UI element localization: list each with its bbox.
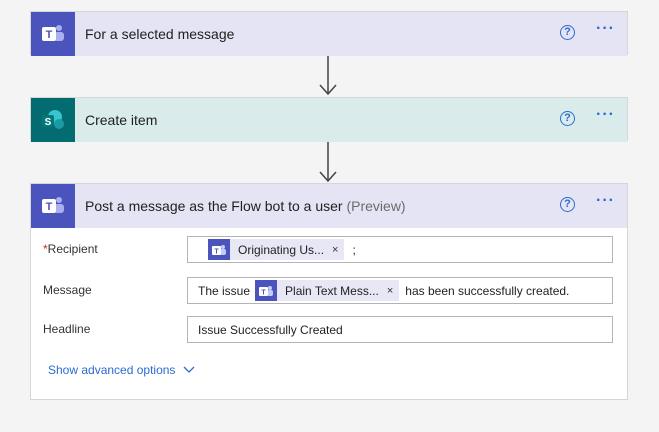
teams-icon: T: [208, 239, 230, 260]
headline-value: Issue Successfully Created: [198, 322, 343, 337]
post-message-card[interactable]: T Post a message as the Flow bot to a us…: [30, 183, 628, 400]
svg-text:T: T: [261, 289, 266, 296]
post-message-card-header[interactable]: T Post a message as the Flow bot to a us…: [31, 184, 627, 228]
help-icon[interactable]: ?: [560, 197, 575, 212]
recipient-input[interactable]: T Originating Us... × ;: [187, 236, 613, 263]
create-item-card[interactable]: S Create item ? ···: [30, 97, 628, 142]
dynamic-content-token[interactable]: T Plain Text Mess... ×: [255, 280, 400, 301]
token-label: Originating Us...: [238, 242, 325, 257]
teams-icon: T: [31, 184, 75, 228]
more-options-icon[interactable]: ···: [596, 192, 615, 209]
help-icon[interactable]: ?: [560, 25, 575, 40]
teams-icon: T: [255, 280, 278, 301]
required-mark: *: [43, 242, 48, 256]
recipient-label: *Recipient: [43, 242, 98, 256]
chevron-down-icon: [183, 366, 195, 373]
token-label: Plain Text Mess...: [285, 283, 379, 298]
arrow-down-icon: [319, 142, 337, 183]
card-title: Post a message as the Flow bot to a user…: [85, 198, 406, 214]
more-options-icon[interactable]: ···: [596, 20, 615, 37]
headline-label: Headline: [43, 322, 91, 336]
trigger-card[interactable]: T For a selected message ? ···: [30, 11, 628, 56]
card-title-text: Post a message as the Flow bot to a user: [85, 198, 343, 214]
card-title: Create item: [85, 112, 158, 128]
trigger-card-header[interactable]: T For a selected message ? ···: [31, 12, 627, 56]
show-advanced-options-label: Show advanced options: [48, 363, 176, 377]
create-item-card-header[interactable]: S Create item ? ···: [31, 98, 627, 142]
svg-text:T: T: [46, 201, 53, 213]
svg-text:T: T: [214, 248, 219, 255]
preview-label: (Preview): [346, 198, 406, 214]
dynamic-content-token[interactable]: T Originating Us... ×: [208, 239, 345, 260]
remove-token-icon[interactable]: ×: [386, 284, 394, 297]
message-label: Message: [43, 283, 92, 297]
message-text-before: The issue: [198, 283, 251, 298]
arrow-down-icon: [319, 56, 337, 96]
recipient-label-text: Recipient: [47, 242, 98, 256]
sharepoint-icon: S: [31, 98, 75, 142]
recipient-row: *Recipient T Originating Us... × ;: [43, 236, 613, 263]
remove-token-icon[interactable]: ×: [332, 243, 339, 256]
show-advanced-options-link[interactable]: Show advanced options: [48, 363, 195, 377]
svg-text:T: T: [46, 29, 53, 41]
message-row: Message The issue T Plain Text Mess... ×…: [43, 277, 613, 304]
svg-text:S: S: [45, 117, 52, 128]
message-text-after: has been successfully created.: [405, 283, 570, 298]
help-icon[interactable]: ?: [560, 111, 575, 126]
teams-icon: T: [31, 12, 75, 56]
headline-row: Headline Issue Successfully Created: [43, 316, 613, 343]
card-title: For a selected message: [85, 26, 235, 42]
more-options-icon[interactable]: ···: [596, 106, 615, 123]
headline-input[interactable]: Issue Successfully Created: [187, 316, 613, 343]
recipient-separator: ;: [352, 242, 356, 257]
message-input[interactable]: The issue T Plain Text Mess... × has bee…: [187, 277, 613, 304]
